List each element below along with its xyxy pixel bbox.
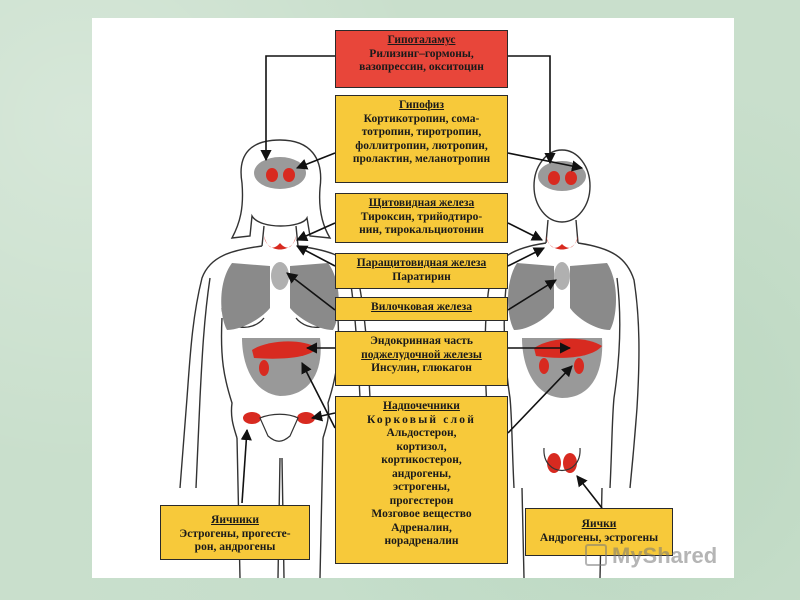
ovaries-line: рон, андрогены	[194, 541, 276, 553]
thyroid-line: Тироксин, трийодтиро-	[360, 210, 483, 223]
pituitary-box: Гипофиз Кортикотропин, сома- тотропин, т…	[335, 95, 508, 183]
thyroid-line: нин, тирокальциотонин	[359, 224, 484, 236]
pancreas-title: поджелудочной железы	[361, 348, 482, 361]
pituitary-line: пролактин, меланотропин	[352, 153, 491, 165]
pituitary-title: Гипофиз	[398, 99, 445, 111]
adrenal-line: норадреналин	[384, 535, 459, 547]
parathyroid-box: Паращитовидная железа Паратирин	[335, 253, 508, 289]
parathyroid-title: Паращитовидная железа	[356, 257, 487, 269]
pancreas-line: Инсулин, глюкагон	[371, 362, 472, 374]
pancreas-box: Эндокринная часть поджелудочной железы И…	[335, 331, 508, 386]
parathyroid-line: Паратирин	[392, 270, 451, 283]
pituitary-line: тотропин, тиротропин,	[361, 126, 482, 138]
connector-arrows	[240, 55, 603, 509]
adrenal-box: Надпочечники Корковый слой Альдостерон, …	[335, 396, 508, 564]
female-organs	[221, 157, 339, 442]
pituitary-line: фоллитропин, лютропин,	[355, 139, 488, 152]
thyroid-box: Щитовидная железа Тироксин, трийодтиро- …	[335, 193, 508, 243]
thyroid-title: Щитовидная железа	[368, 197, 475, 209]
adrenal-title: Надпочечники	[383, 400, 460, 412]
hypothalamus-line: вазопрессин, окситоцин	[359, 61, 484, 73]
adrenal-medulla-label: Мозговое вещество	[371, 508, 472, 520]
hypothalamus-title: Гипоталамус	[387, 34, 456, 46]
testes-title: Яички	[581, 518, 617, 530]
watermark-text: MyShared	[612, 543, 718, 568]
adrenal-line: кортикостерон,	[381, 454, 462, 466]
male-organs	[508, 161, 616, 473]
adrenal-line: Адреналин,	[391, 521, 452, 534]
pancreas-line: Эндокринная часть	[370, 335, 473, 347]
testes-line: Андрогены, эстрогены	[539, 531, 659, 544]
hypothalamus-box: Гипоталамус Рилизинг–гормоны, вазопресси…	[335, 30, 508, 88]
adrenal-line: эстрогены,	[393, 481, 450, 493]
pituitary-line: Кортикотропин, сома-	[363, 112, 480, 125]
adrenal-cortex-label: Корковый слой	[366, 413, 477, 426]
testes-box: Яички Андрогены, эстрогены	[525, 508, 673, 556]
ovaries-line: Эстрогены, прогесте-	[179, 527, 291, 540]
ovaries-box: Яичники Эстрогены, прогесте- рон, андрог…	[160, 505, 310, 560]
adrenal-line: Альдостерон,	[386, 427, 457, 439]
ovaries-title: Яичники	[211, 514, 259, 526]
hypothalamus-line: Рилизинг–гормоны,	[369, 47, 474, 60]
adrenal-line: андрогены,	[392, 467, 451, 480]
adrenal-line: кортизол,	[396, 440, 447, 453]
thymus-title: Вилочковая железа	[371, 301, 472, 313]
adrenal-line: прогестерон	[389, 494, 454, 507]
thymus-box: Вилочковая железа	[335, 297, 508, 321]
watermark-icon	[585, 544, 607, 566]
